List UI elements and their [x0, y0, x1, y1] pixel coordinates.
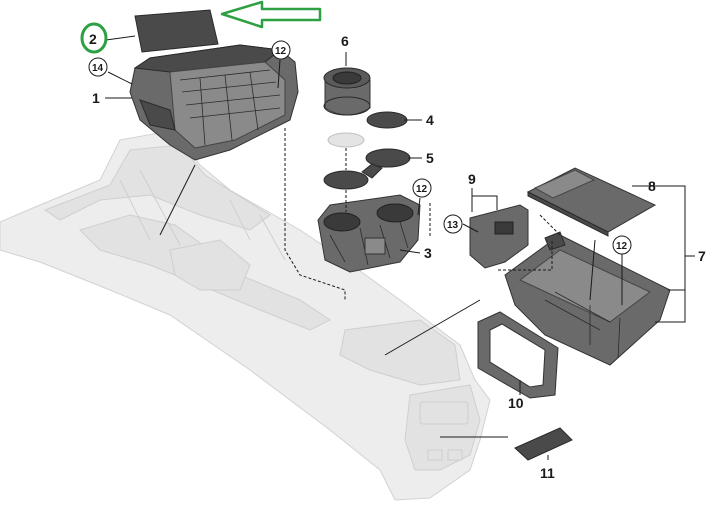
- callout-12b: 12: [416, 184, 428, 195]
- part-3-cup-holder: [317, 194, 421, 273]
- callout-7: 7: [698, 248, 706, 264]
- callout-circle-13: [443, 214, 463, 234]
- highlight-arrow: [220, 0, 322, 29]
- assembly-lines: [284, 128, 561, 300]
- callout-14: 14: [92, 63, 104, 74]
- center-console-housing: [0, 129, 491, 501]
- part-9-bracket: [469, 204, 529, 269]
- part-6-cup-holder-insert: [323, 67, 371, 116]
- callout-1: 1: [92, 90, 100, 106]
- callout-9: 9: [468, 171, 476, 187]
- part-10-bezel-frame: [477, 311, 559, 399]
- part-11-small-cover: [514, 427, 573, 461]
- callout-circle-14: [88, 57, 108, 77]
- part-1-console-tray-housing: [129, 44, 299, 161]
- callout-12c: 12: [616, 241, 628, 252]
- part-4-rubber-mat: [366, 111, 408, 129]
- callout-circle-12c: [612, 235, 632, 255]
- callout-13: 13: [447, 220, 459, 231]
- callout-12a: 12: [275, 46, 287, 57]
- leader-lines: [105, 35, 695, 460]
- cup-holder-spacer-disc: [327, 132, 365, 148]
- callout-5: 5: [426, 150, 434, 166]
- callout-2: 2: [89, 31, 97, 47]
- highlight-circle-2: [80, 22, 108, 54]
- callout-6: 6: [341, 33, 349, 49]
- callout-circle-12b: [412, 178, 432, 198]
- callout-8: 8: [648, 178, 656, 194]
- part-5-rubber-mat: [323, 148, 411, 190]
- callout-10: 10: [508, 395, 524, 411]
- part-8-storage-lid: [526, 167, 657, 237]
- callout-circle-12a: [271, 40, 291, 60]
- part-2-tray-mat: [134, 9, 219, 53]
- callout-3: 3: [424, 245, 432, 261]
- callout-11: 11: [540, 465, 555, 481]
- callout-4: 4: [426, 112, 434, 128]
- part-9-bracket-slot: [494, 221, 514, 235]
